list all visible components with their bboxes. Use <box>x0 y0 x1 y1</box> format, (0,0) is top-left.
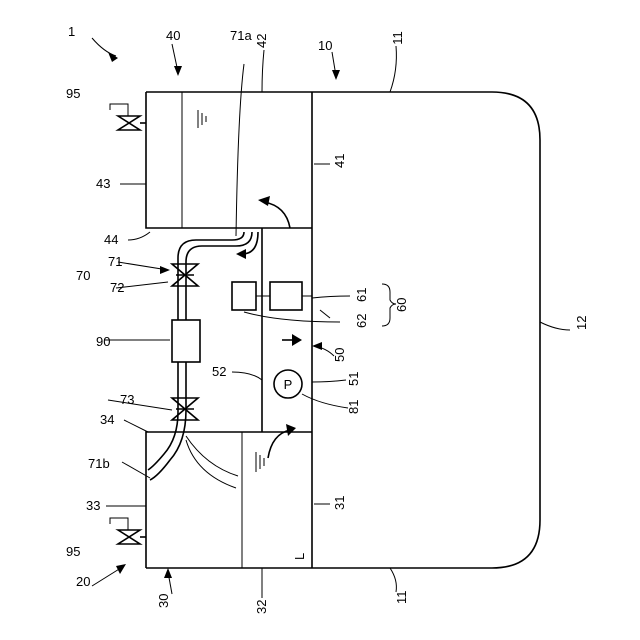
arrow-30 <box>164 568 172 578</box>
label-43: 43 <box>96 176 110 191</box>
label-71a: 71a <box>230 28 252 43</box>
tank-40-outline <box>146 92 312 228</box>
valve-73 <box>172 398 198 420</box>
pipe-71b-outlet-curve-1 <box>186 440 236 488</box>
label-10: 10 <box>318 38 332 53</box>
label-71b: 71b <box>88 456 110 471</box>
label-72: 72 <box>110 280 124 295</box>
label-11-top: 11 <box>390 31 405 45</box>
component-61 <box>270 282 302 310</box>
arrow-40 <box>174 66 182 76</box>
label-30: 30 <box>156 594 171 608</box>
leader-lines <box>92 38 570 598</box>
label-62: 62 <box>354 314 369 328</box>
arrow-10 <box>332 70 340 80</box>
label-95-top: 95 <box>66 86 80 101</box>
water-level-mark-30 <box>256 452 264 472</box>
pump-symbol: P <box>284 377 293 392</box>
label-90: 90 <box>96 334 110 349</box>
label-95-bottom: 95 <box>66 544 80 559</box>
valve-95-bottom <box>110 518 146 544</box>
label-31: 31 <box>332 496 347 510</box>
label-41: 41 <box>332 154 347 168</box>
label-32: 32 <box>254 600 269 614</box>
label-52: 52 <box>212 364 226 379</box>
label-73: 73 <box>120 392 134 407</box>
flow-arrow-right <box>282 334 302 346</box>
label-34: 34 <box>100 412 114 427</box>
arrow-50 <box>312 342 322 350</box>
pipe-71b-outlet-curve-2 <box>186 436 238 476</box>
filter-90 <box>172 320 200 362</box>
label-12: 12 <box>574 316 589 330</box>
arrow-20 <box>116 564 126 574</box>
label-11-bottom: 11 <box>394 591 409 605</box>
label-1: 1 <box>68 24 75 39</box>
component-62 <box>232 282 256 310</box>
label-70: 70 <box>76 268 90 283</box>
label-20: 20 <box>76 574 90 589</box>
tank-30-outline <box>146 432 312 568</box>
label-corner-mark: L <box>292 553 307 560</box>
label-61: 61 <box>354 288 369 302</box>
flow-arrow-return <box>268 424 296 458</box>
arrow-70 <box>160 266 170 274</box>
label-60: 60 <box>394 298 409 312</box>
label-51: 51 <box>346 372 361 386</box>
label-50: 50 <box>332 348 347 362</box>
reference-labels: 1 10 11 11 12 20 30 31 32 33 34 40 41 42… <box>66 24 589 614</box>
water-level-mark-40 <box>198 110 206 128</box>
arrow-1 <box>108 52 118 62</box>
label-42: 42 <box>254 34 269 48</box>
label-44: 44 <box>104 232 118 247</box>
flow-arrow-up-right <box>258 196 290 228</box>
valve-72 <box>172 264 198 286</box>
label-81: 81 <box>346 400 361 414</box>
label-33: 33 <box>86 498 100 513</box>
label-71: 71 <box>108 254 122 269</box>
valve-95-top <box>110 104 146 130</box>
label-40: 40 <box>166 28 180 43</box>
